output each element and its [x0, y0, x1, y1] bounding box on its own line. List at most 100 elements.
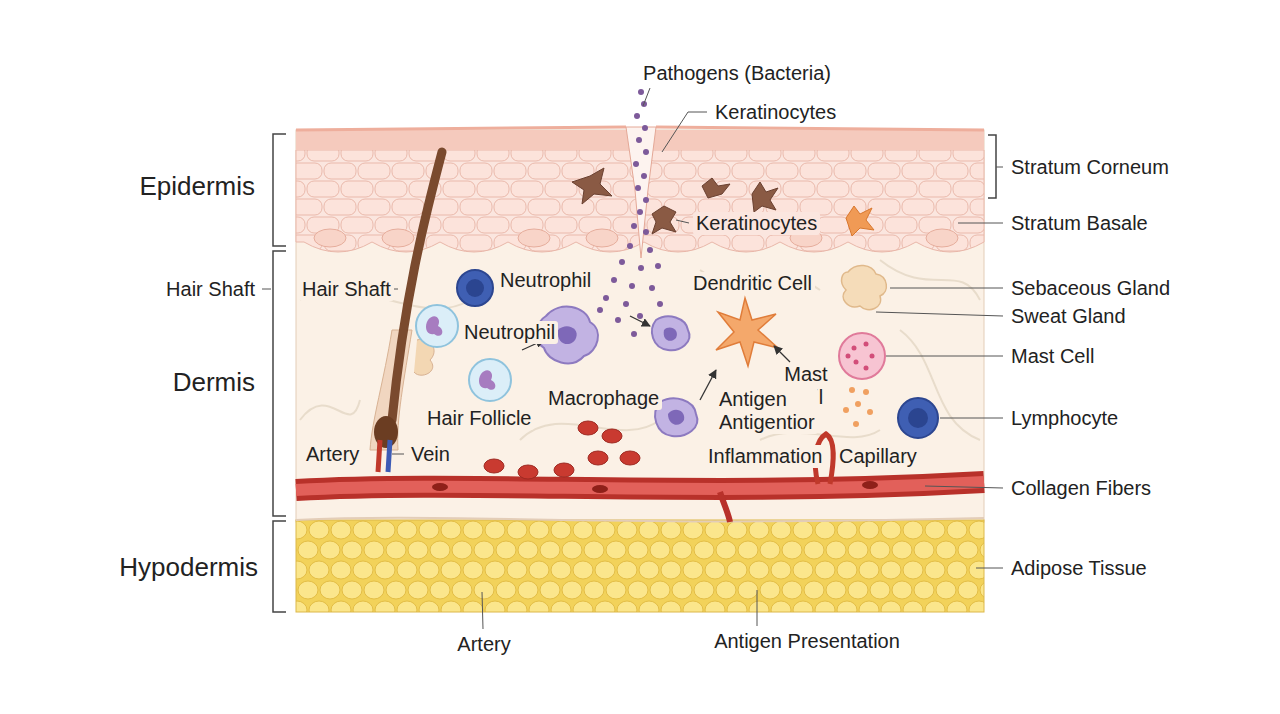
brackets — [988, 135, 996, 198]
brackets — [273, 521, 286, 612]
part-label: Neutrophil — [497, 269, 594, 292]
part-label: Inflammation — [705, 445, 826, 468]
immune-cells — [867, 409, 873, 415]
part-label: Sweat Gland — [1008, 305, 1129, 328]
leader-lines — [925, 486, 1003, 488]
bacteria — [643, 229, 649, 235]
dermis-layer — [296, 130, 984, 522]
bacteria — [611, 277, 617, 283]
immune-cells — [842, 265, 887, 309]
bacteria — [638, 265, 644, 271]
leader-lines — [757, 590, 758, 626]
leader-lines — [876, 312, 1003, 316]
immune-cells — [846, 354, 851, 359]
red-blood-cells — [484, 459, 504, 473]
immune-cells — [849, 387, 855, 393]
cell-arrows — [774, 346, 790, 362]
brackets — [273, 251, 286, 516]
immune-cells — [855, 401, 861, 407]
part-label: Keratinocytes — [712, 101, 839, 124]
epidermal-dendritic-cells — [846, 206, 874, 236]
bacteria — [627, 243, 633, 249]
immune-cells — [854, 360, 859, 365]
hair-follicle — [388, 440, 390, 472]
bacteria — [637, 209, 643, 215]
immune-cells — [479, 370, 495, 390]
collagen-fibers — [880, 260, 980, 300]
leader-lines — [482, 592, 483, 629]
immune-cells — [839, 333, 885, 379]
epidermis-layer — [926, 229, 958, 247]
immune-cells — [457, 270, 493, 306]
dermis-layer — [296, 130, 984, 522]
immune-cells — [469, 359, 511, 401]
red-blood-cells — [620, 451, 640, 465]
immune-cells — [843, 407, 849, 413]
epidermis-layer — [382, 229, 414, 247]
cell-arrows — [630, 316, 650, 326]
leader-lines — [958, 223, 1003, 224]
part-label: Dendritic Cell — [690, 272, 815, 295]
leader-lines — [890, 288, 1003, 289]
bacteria — [631, 331, 637, 337]
part-label: Artery — [303, 443, 362, 466]
part-label: Lymphocyte — [1008, 407, 1121, 430]
red-blood-cells — [554, 463, 574, 477]
brackets — [273, 134, 286, 246]
red-blood-cells — [578, 421, 598, 435]
part-label: Pathogens (Bacteria) — [640, 62, 834, 85]
part-label: Stratum Basale — [1008, 212, 1151, 235]
bacteria — [619, 259, 625, 265]
part-label: Dermis — [170, 368, 258, 398]
immune-cells — [863, 389, 869, 395]
red-blood-cells — [602, 429, 622, 443]
hypodermis-layer — [296, 520, 984, 612]
brackets — [273, 134, 996, 612]
immune-cells — [426, 316, 442, 336]
immune-cells — [558, 326, 577, 344]
leader-lines — [676, 220, 689, 223]
bacteria — [638, 89, 644, 95]
part-label: Antigen Antigentior — [716, 388, 818, 434]
bacteria — [631, 223, 637, 229]
bacteria — [635, 185, 641, 191]
immune-cells — [898, 398, 938, 438]
immune-cells — [908, 408, 928, 428]
part-label: Stratum Corneum — [1008, 156, 1172, 179]
bacteria — [603, 295, 609, 301]
part-label: Vein — [408, 443, 453, 466]
bacteria — [637, 313, 643, 319]
part-label: Mast Cell — [1008, 345, 1097, 368]
hypodermis-layer — [296, 518, 984, 522]
part-label: Capillary — [836, 445, 920, 468]
bacteria — [643, 149, 649, 155]
leader-lines — [940, 418, 1003, 419]
bacteria — [649, 285, 655, 291]
part-label: Artery — [454, 633, 513, 656]
immune-cells — [864, 366, 869, 371]
part-label: Keratinocytes — [693, 212, 820, 235]
bacteria — [615, 317, 621, 323]
part-label: Hypodermis — [116, 553, 261, 583]
part-label: Hair Follicle — [424, 407, 534, 430]
bacteria — [642, 125, 648, 131]
leader-lines — [643, 88, 650, 106]
immune-cells — [652, 316, 689, 350]
immune-cells — [668, 410, 684, 425]
collagen-fibers — [900, 330, 980, 440]
epidermis-layer — [314, 229, 346, 247]
skin-wound — [626, 127, 656, 258]
part-label: Hair Shaft — [163, 278, 258, 301]
bacteria — [636, 137, 642, 143]
epidermis-layer — [518, 229, 550, 247]
immune-cells — [852, 346, 857, 351]
part-label: Antigen Presentation — [711, 630, 903, 653]
epidermal-dendritic-cells — [702, 178, 730, 198]
immune-cells — [864, 342, 869, 347]
hair-follicle — [378, 440, 380, 472]
blood-vessel — [296, 482, 984, 490]
leader-lines — [262, 88, 1003, 629]
part-label: Epidermis — [136, 172, 258, 202]
bacteria — [657, 301, 663, 307]
